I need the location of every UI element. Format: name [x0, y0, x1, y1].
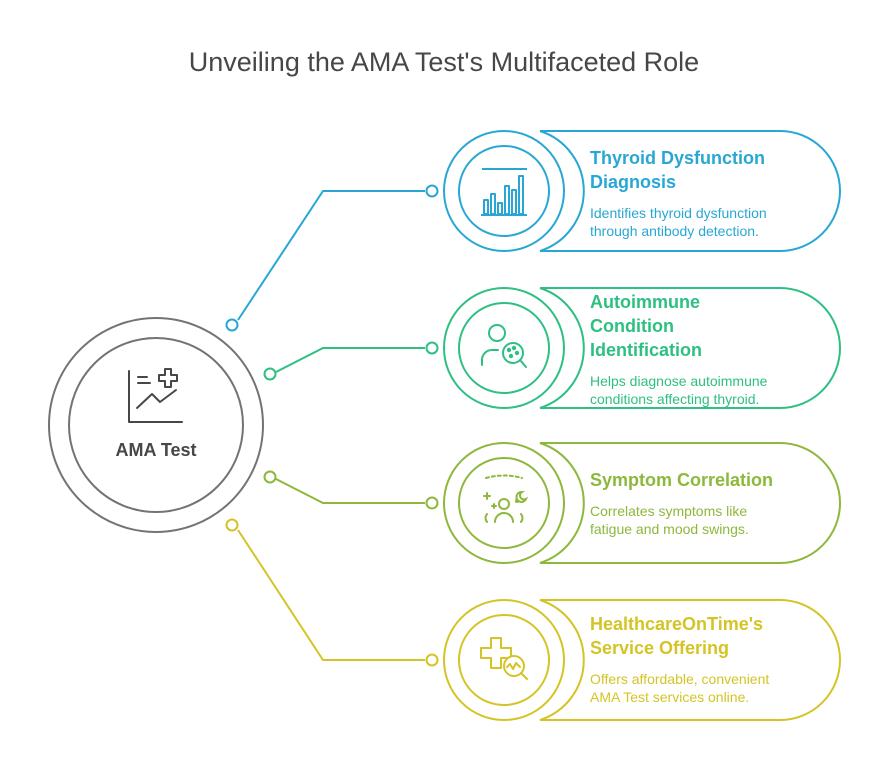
description-line: Offers affordable, convenient — [590, 671, 770, 687]
connector-service — [225, 518, 439, 667]
description-line: AMA Test services online. — [590, 689, 750, 705]
description-line: through antibody detection. — [590, 223, 759, 239]
card-symptom-description: Correlates symptoms like fatigue and moo… — [590, 502, 773, 538]
card-symptom-shape — [443, 442, 841, 564]
card-service-description: Offers affordable, convenient AMA Test s… — [590, 670, 769, 706]
bar-chart-icon — [481, 168, 527, 216]
heading-line: Thyroid Dysfunction — [590, 148, 765, 168]
card-autoimmune: Autoimmune Condition Identification Help… — [590, 290, 767, 408]
center-label: AMA Test — [115, 440, 197, 460]
center-inner-ring — [68, 337, 244, 513]
heading-line: Diagnosis — [590, 172, 677, 192]
description-line: Correlates symptoms like — [590, 503, 748, 519]
card-autoimmune-description: Helps diagnose autoimmune conditions aff… — [590, 372, 767, 408]
chart-medical-cross-icon — [128, 368, 183, 423]
heading-line: Identification — [590, 340, 702, 360]
card-thyroid-description: Identifies thyroid dysfunction through a… — [590, 204, 767, 240]
card-symptom-heading: Symptom Correlation — [590, 468, 773, 492]
heading-line: HealthcareOnTime's — [590, 614, 764, 634]
card-thyroid: Thyroid Dysfunction Diagnosis Identifies… — [590, 146, 767, 240]
center-outer-ring — [48, 317, 264, 533]
description-line: Helps diagnose autoimmune — [590, 373, 768, 389]
medical-cross-magnifier-icon — [480, 637, 528, 680]
card-thyroid-heading: Thyroid Dysfunction Diagnosis — [590, 146, 767, 194]
center-hub — [48, 317, 264, 533]
heading-line: Autoimmune — [590, 292, 700, 312]
connector-autoimmune — [263, 341, 439, 381]
person-virus-search-icon — [481, 324, 527, 368]
card-service-shape — [443, 599, 841, 721]
description-line: Identifies thyroid dysfunction — [590, 205, 767, 221]
heading-line: Symptom Correlation — [590, 470, 774, 490]
connector-thyroid — [225, 184, 439, 332]
card-service: HealthcareOnTime's Service Offering Offe… — [590, 612, 769, 706]
diagram-title: Unveiling the AMA Test's Multifaceted Ro… — [188, 47, 700, 77]
description-line: fatigue and mood swings. — [590, 521, 749, 537]
connector-symptom — [263, 470, 439, 510]
heading-line: Service Offering — [590, 638, 730, 658]
card-service-heading: HealthcareOnTime's Service Offering — [590, 612, 769, 660]
card-autoimmune-heading: Autoimmune Condition Identification — [590, 290, 767, 362]
description-line: conditions affecting thyroid. — [590, 391, 760, 407]
person-sleep-symptoms-icon — [483, 474, 529, 523]
heading-line: Condition — [590, 316, 674, 336]
card-symptom: Symptom Correlation Correlates symptoms … — [590, 468, 773, 538]
